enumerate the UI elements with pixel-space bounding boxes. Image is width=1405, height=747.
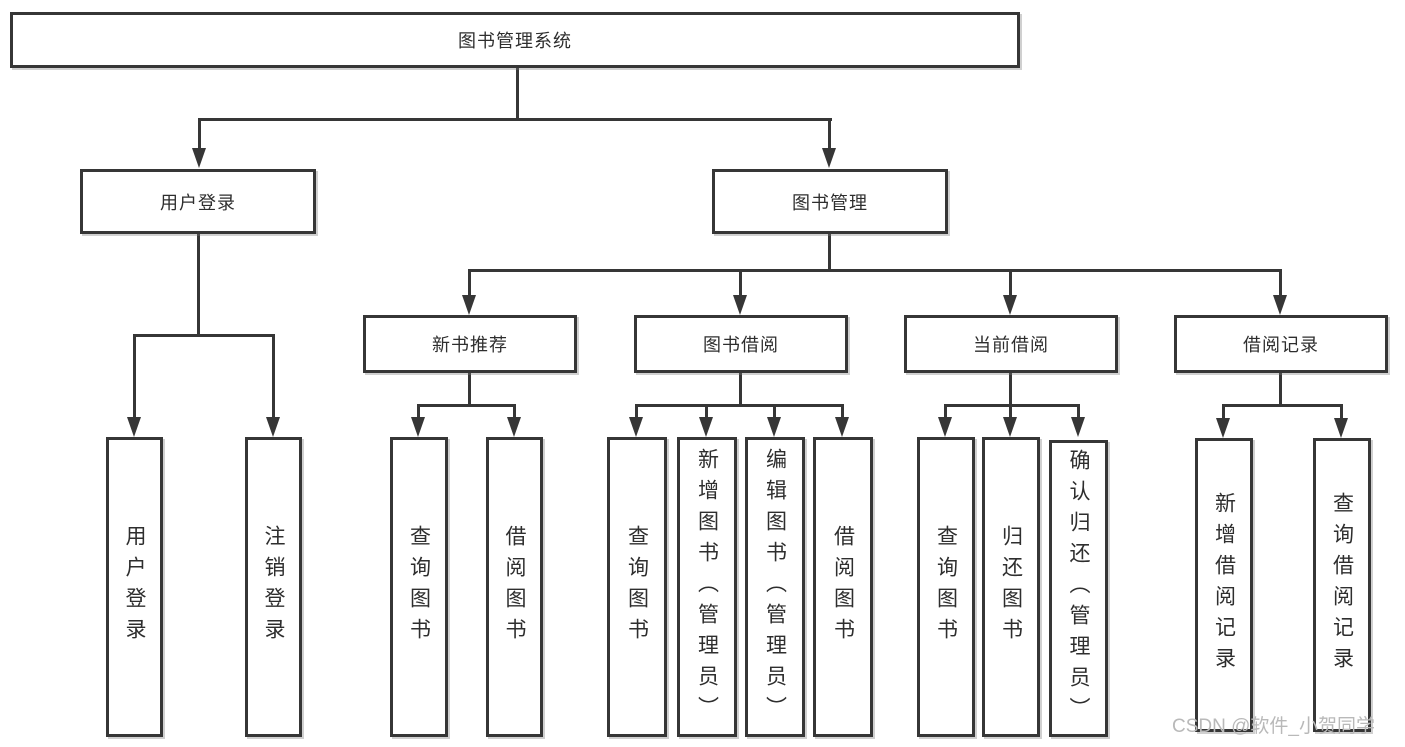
node-label: 归还图书 xyxy=(999,525,1023,649)
node-book-management: 图书管理 xyxy=(712,169,948,234)
node-label: 注销登录 xyxy=(262,525,285,649)
node-label: 借阅图书 xyxy=(503,525,526,649)
connector-line xyxy=(1009,373,1012,406)
leaf-logout: 注销登录 xyxy=(245,437,302,737)
arrow-down-icon xyxy=(507,404,521,437)
node-label: 查询图书 xyxy=(407,525,431,649)
leaf-borrow-books: 借阅图书 xyxy=(813,437,873,737)
node-label: 借阅图书 xyxy=(831,525,855,649)
arrow-down-icon xyxy=(733,269,747,315)
node-label: 用户登录 xyxy=(160,192,236,213)
node-label: 查询图书 xyxy=(625,525,649,649)
connector-line xyxy=(417,404,516,407)
leaf-add-books-admin: 新增图书（管理员） xyxy=(677,437,737,737)
connector-line xyxy=(468,373,471,406)
node-borrow-records: 借阅记录 xyxy=(1174,315,1388,373)
leaf-return-books: 归还图书 xyxy=(982,437,1040,737)
leaf-query-books: 查询图书 xyxy=(917,437,975,737)
node-book-borrow: 图书借阅 xyxy=(634,315,848,373)
leaf-edit-books-admin: 编辑图书（管理员） xyxy=(745,437,805,737)
node-label: 图书借阅 xyxy=(703,335,779,355)
node-label: 图书管理系统 xyxy=(458,31,572,51)
arrow-down-icon xyxy=(411,404,425,437)
node-label: 图书管理 xyxy=(792,192,868,213)
node-current-borrow: 当前借阅 xyxy=(904,315,1118,373)
connector-line xyxy=(468,269,1282,272)
connector-line xyxy=(516,67,519,119)
leaf-query-borrow-record: 查询借阅记录 xyxy=(1313,438,1371,732)
arrow-down-icon xyxy=(1003,404,1017,437)
arrow-down-icon xyxy=(1273,269,1287,315)
node-label: 当前借阅 xyxy=(973,335,1049,355)
connector-line xyxy=(198,118,832,121)
node-label: 新增借阅记录 xyxy=(1212,492,1236,678)
arrow-down-icon xyxy=(1071,404,1085,437)
arrow-down-icon xyxy=(1216,404,1230,438)
arrow-down-icon xyxy=(127,334,141,437)
arrow-down-icon xyxy=(835,404,849,437)
node-root: 图书管理系统 xyxy=(10,12,1020,68)
arrow-down-icon xyxy=(699,404,713,437)
node-label: 查询图书 xyxy=(934,525,958,649)
connector-line xyxy=(635,404,844,407)
node-label: 新增图书（管理员） xyxy=(695,447,719,727)
connector-line xyxy=(1222,404,1343,407)
connector-line xyxy=(739,373,742,406)
node-label: 确认归还（管理员） xyxy=(1067,449,1090,728)
connector-line xyxy=(944,404,1080,407)
arrow-down-icon xyxy=(462,269,476,315)
connector-line xyxy=(197,233,200,337)
node-label: 查询借阅记录 xyxy=(1330,492,1354,678)
leaf-query-books: 查询图书 xyxy=(607,437,667,737)
arrow-down-icon xyxy=(822,118,836,168)
arrow-down-icon xyxy=(192,118,206,168)
csdn-watermark: CSDN @软件_小贺同学 xyxy=(1172,716,1375,737)
leaf-add-borrow-record: 新增借阅记录 xyxy=(1195,438,1253,732)
arrow-down-icon xyxy=(1003,269,1017,315)
connector-line xyxy=(133,334,275,337)
node-user-login: 用户登录 xyxy=(80,169,316,234)
leaf-user-login: 用户登录 xyxy=(106,437,163,737)
leaf-query-books: 查询图书 xyxy=(390,437,448,737)
arrow-down-icon xyxy=(938,404,952,437)
node-new-book-recommend: 新书推荐 xyxy=(363,315,577,373)
node-label: 新书推荐 xyxy=(432,335,508,355)
node-label: 编辑图书（管理员） xyxy=(763,447,787,727)
arrow-down-icon xyxy=(1334,404,1348,438)
leaf-borrow-books: 借阅图书 xyxy=(486,437,543,737)
arrow-down-icon xyxy=(266,334,280,437)
leaf-confirm-return-admin: 确认归还（管理员） xyxy=(1049,440,1108,737)
connector-line xyxy=(1279,373,1282,406)
connector-line xyxy=(828,233,831,272)
node-label: 借阅记录 xyxy=(1243,335,1319,355)
node-label: 用户登录 xyxy=(123,525,146,649)
arrow-down-icon xyxy=(767,404,781,437)
arrow-down-icon xyxy=(629,404,643,437)
